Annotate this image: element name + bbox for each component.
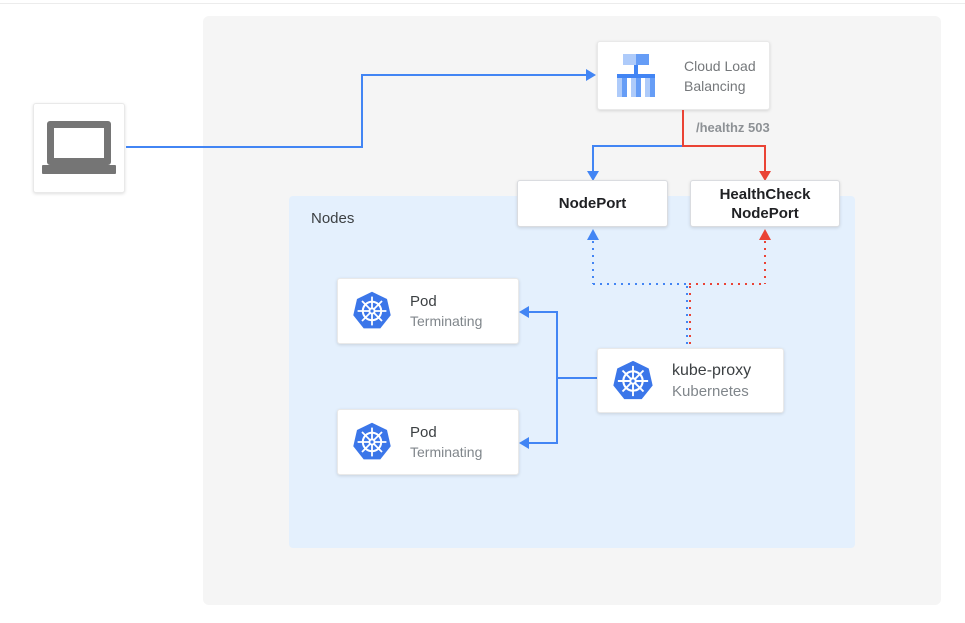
client-node [33, 103, 125, 193]
pods-trunk-line [556, 311, 558, 443]
dotted-arrow-to-nodeport [587, 229, 599, 240]
dotted-vertical-blue [592, 241, 594, 284]
dotted-vertical-red [764, 241, 766, 284]
kube-proxy-node: kube-proxy Kubernetes [597, 348, 784, 413]
kube-proxy-subtitle: Kubernetes [672, 382, 749, 400]
clb-down-line-red [682, 110, 684, 147]
client-line-to-clb [361, 74, 586, 76]
dotted-stem-blue [686, 286, 688, 347]
pod2-title: Pod [410, 424, 437, 441]
kubernetes-icon [353, 422, 391, 460]
healthcheck-down-line [764, 147, 766, 171]
kubernetes-icon [353, 291, 391, 329]
dotted-arrow-to-healthcheck [759, 229, 771, 240]
dotted-horizontal-red [689, 283, 766, 285]
client-line-horizontal [126, 146, 362, 148]
client-line-vertical [361, 74, 363, 148]
nodeport-down-line [592, 147, 594, 171]
pod1-line [528, 311, 558, 313]
pod2-node: Pod Terminating [337, 409, 519, 475]
arrow-into-healthcheck [759, 171, 771, 181]
clb-label: Cloud Load Balancing [684, 57, 756, 94]
pod2-status: Terminating [410, 444, 483, 460]
load-balancer-icon [617, 53, 655, 97]
arrow-into-pod2 [519, 437, 529, 449]
nodes-group-label: Nodes [311, 210, 355, 227]
healthcheck-nodeport-node: HealthCheck NodePort [690, 180, 840, 227]
kubeproxy-out-line [556, 377, 597, 379]
nodeport-label: NodePort [558, 195, 627, 212]
laptop-icon [34, 121, 124, 174]
kube-proxy-title: kube-proxy [672, 361, 752, 379]
branch-line-blue [592, 145, 684, 147]
arrow-into-pod1 [519, 306, 529, 318]
healthcheck-nodeport-label: HealthCheck NodePort [719, 185, 811, 222]
pod1-status: Terminating [410, 313, 483, 329]
nodeport-node: NodePort [517, 180, 668, 227]
dotted-horizontal-blue [593, 283, 689, 285]
dotted-stem-red [689, 286, 691, 347]
cloud-load-balancing-node: Cloud Load Balancing [597, 41, 770, 110]
pod1-node: Pod Terminating [337, 278, 519, 344]
top-divider [0, 3, 965, 4]
kubernetes-icon [613, 360, 653, 399]
pod1-title: Pod [410, 293, 437, 310]
branch-line-red [682, 145, 766, 147]
pod2-line [528, 442, 558, 444]
healthz-label: /healthz 503 [696, 120, 770, 135]
arrow-into-clb [586, 69, 596, 81]
arrow-into-nodeport [587, 171, 599, 181]
